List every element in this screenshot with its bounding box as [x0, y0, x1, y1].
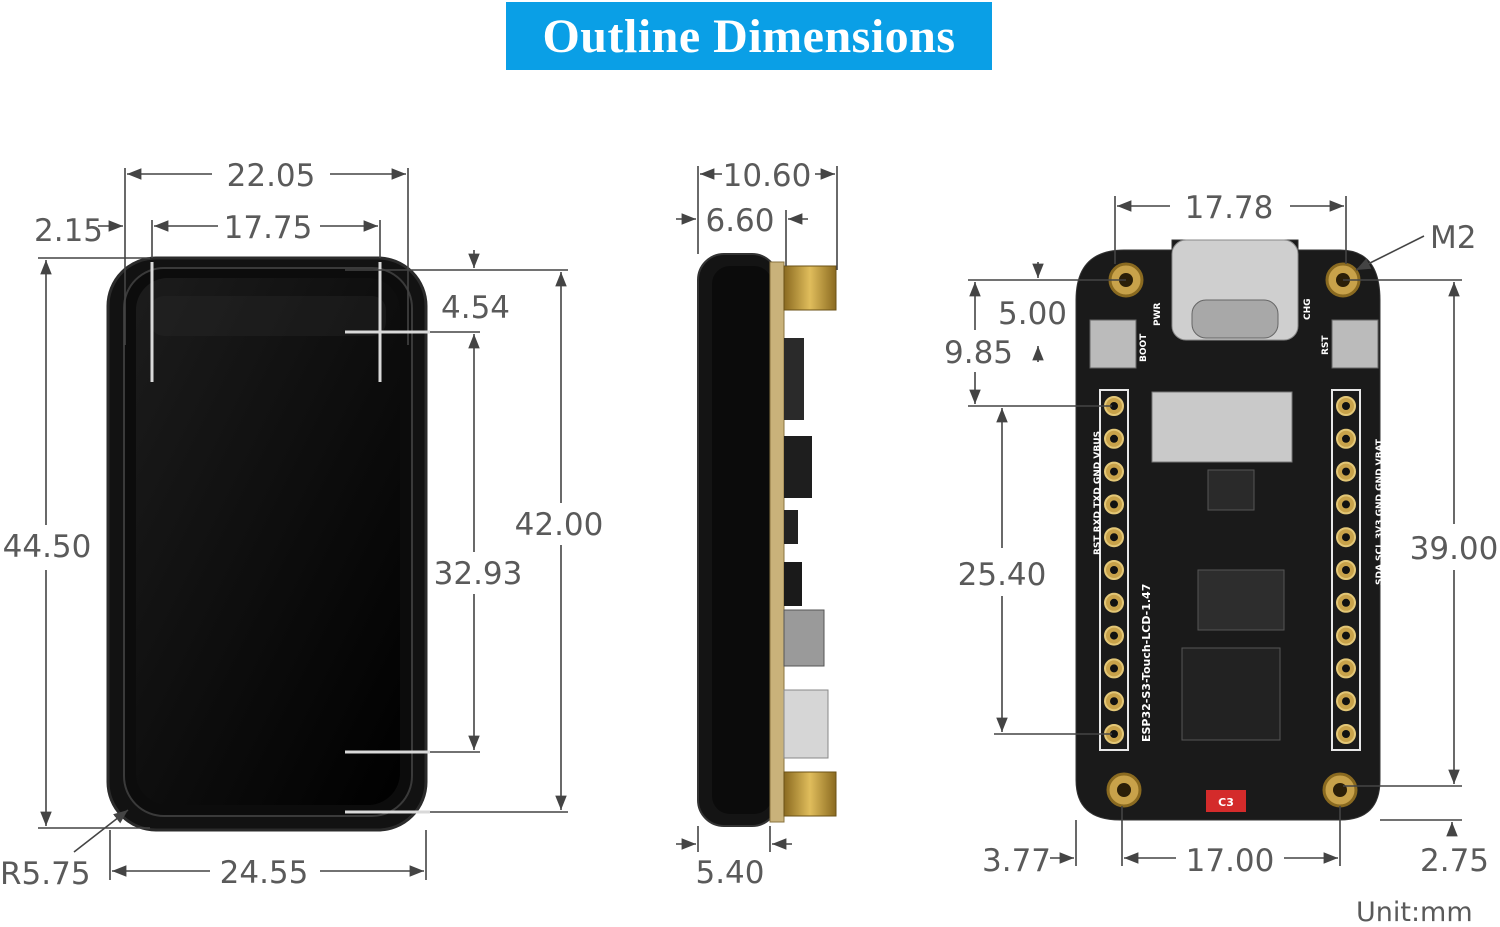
- back-view: RST RXD TXD GND VBUS SDA SCL 3V3 GND GND…: [1075, 239, 1385, 821]
- front-dimensions: 22.05 17.75 2.15 44.50 4.54 32.93 42.00: [0, 158, 603, 892]
- left-pin-header: [1099, 389, 1129, 751]
- sd-card-slot: [1151, 391, 1293, 463]
- pcb-outline: [1075, 239, 1381, 821]
- dim-height-body: 42.00: [515, 507, 604, 543]
- silk-right-pins: SDA SCL 3V3 GND GND VBAT: [1375, 438, 1385, 585]
- header-pin-hole: [1342, 631, 1350, 640]
- side-case-inner: [712, 266, 772, 814]
- dim-width-screen: 17.75: [224, 210, 313, 246]
- side-pcb-edge: [769, 261, 785, 823]
- dim-bottom-width: 24.55: [220, 855, 309, 891]
- header-pin-hole: [1342, 434, 1350, 443]
- unit-label: Unit:mm: [1356, 897, 1473, 927]
- header-pin-hole: [1110, 730, 1118, 738]
- dim-back-top-offset: 5.00: [998, 296, 1067, 332]
- rst-button: [1331, 319, 1379, 369]
- dim-thickness-total: 10.60: [723, 158, 812, 194]
- header-pin-hole: [1342, 598, 1350, 607]
- title-banner: Outline Dimensions: [506, 2, 992, 70]
- side-usb: [783, 609, 825, 667]
- side-dimensions: 10.60 6.60 5.40: [676, 158, 838, 891]
- c3-badge: [1206, 790, 1246, 812]
- header-pin-hole: [1342, 467, 1350, 476]
- header-pin-hole: [1110, 402, 1118, 410]
- dim-connector-depth: 5.40: [695, 855, 764, 891]
- side-comp-1: [784, 338, 804, 420]
- side-view: [697, 253, 837, 827]
- header-pin-hole: [1110, 598, 1118, 607]
- back-dimensions: 17.78 M2 5.00 9.85 25.40 39.00 3.77 17.0…: [944, 190, 1498, 879]
- silk-rst: RST: [1321, 335, 1331, 355]
- pin-header-frame: [1331, 389, 1361, 751]
- dim-edge-bottom: 2.75: [1420, 843, 1489, 879]
- dim-edge-left: 3.77: [982, 843, 1051, 879]
- dim-active-height: 32.93: [434, 556, 523, 592]
- dim-header-offset: 9.85: [944, 335, 1013, 371]
- dim-hole-spacing-x: 17.78: [1185, 190, 1274, 226]
- dim-top-offset: 4.54: [441, 290, 510, 326]
- side-comp-4: [784, 562, 802, 606]
- mount-hole-label: M2: [1430, 220, 1476, 256]
- page-title: Outline Dimensions: [542, 9, 956, 63]
- header-pin-hole: [1342, 697, 1350, 706]
- front-screen: [136, 278, 400, 805]
- dim-width-outer: 22.05: [227, 158, 316, 194]
- pin-header-frame: [1099, 389, 1129, 751]
- dim-bezel-left: 2.15: [34, 213, 103, 249]
- header-pin-hole: [1110, 664, 1118, 673]
- dim-corner-radius: R5.75: [0, 856, 91, 892]
- esp32-module: [1181, 647, 1281, 741]
- silk-boot: BOOT: [1139, 333, 1149, 362]
- silk-left-pins: RST RXD TXD GND VBUS: [1093, 431, 1103, 555]
- silk-c3: C3: [1218, 796, 1234, 809]
- side-comp-3: [784, 510, 798, 544]
- header-pin-hole: [1342, 402, 1350, 410]
- silk-chg: CHG: [1303, 298, 1313, 320]
- header-pin-hole: [1110, 566, 1118, 574]
- header-pin-hole: [1342, 500, 1350, 509]
- header-pin-hole: [1342, 730, 1350, 738]
- header-pin-hole: [1342, 533, 1350, 542]
- header-pin-hole: [1110, 533, 1118, 542]
- dim-height-outer: 44.50: [3, 529, 92, 565]
- front-screen-glare: [150, 296, 386, 336]
- dim-thickness-body: 6.60: [705, 203, 774, 239]
- silk-pwr: PWR: [1153, 302, 1163, 326]
- psram-chip: [1197, 569, 1285, 631]
- header-pin-hole: [1110, 697, 1118, 706]
- side-connector-top: [783, 265, 837, 311]
- header-pin-hole: [1110, 500, 1118, 509]
- header-pin-hole: [1342, 664, 1350, 673]
- dim-pin-span: 25.40: [958, 557, 1047, 593]
- side-comp-2: [784, 436, 812, 498]
- header-pin-hole: [1110, 467, 1118, 476]
- right-pin-header: [1331, 389, 1361, 751]
- front-view: [106, 256, 428, 832]
- mount-hole-bl-center: [1117, 783, 1131, 797]
- chip-small: [1207, 469, 1255, 511]
- side-connector-bottom: [783, 771, 837, 817]
- dim-height-holes: 39.00: [1410, 531, 1499, 567]
- boot-button: [1089, 319, 1137, 369]
- header-pin-hole: [1110, 434, 1118, 443]
- usb-c-port: [1191, 299, 1279, 339]
- side-button: [783, 689, 829, 759]
- dim-hole-spacing-bottom: 17.00: [1186, 843, 1275, 879]
- header-pin-hole: [1342, 566, 1350, 574]
- board-name-label: ESP32-S3-Touch-LCD-1.47: [1140, 584, 1153, 742]
- mount-hole-br-center: [1333, 783, 1347, 797]
- header-pin-hole: [1110, 631, 1118, 640]
